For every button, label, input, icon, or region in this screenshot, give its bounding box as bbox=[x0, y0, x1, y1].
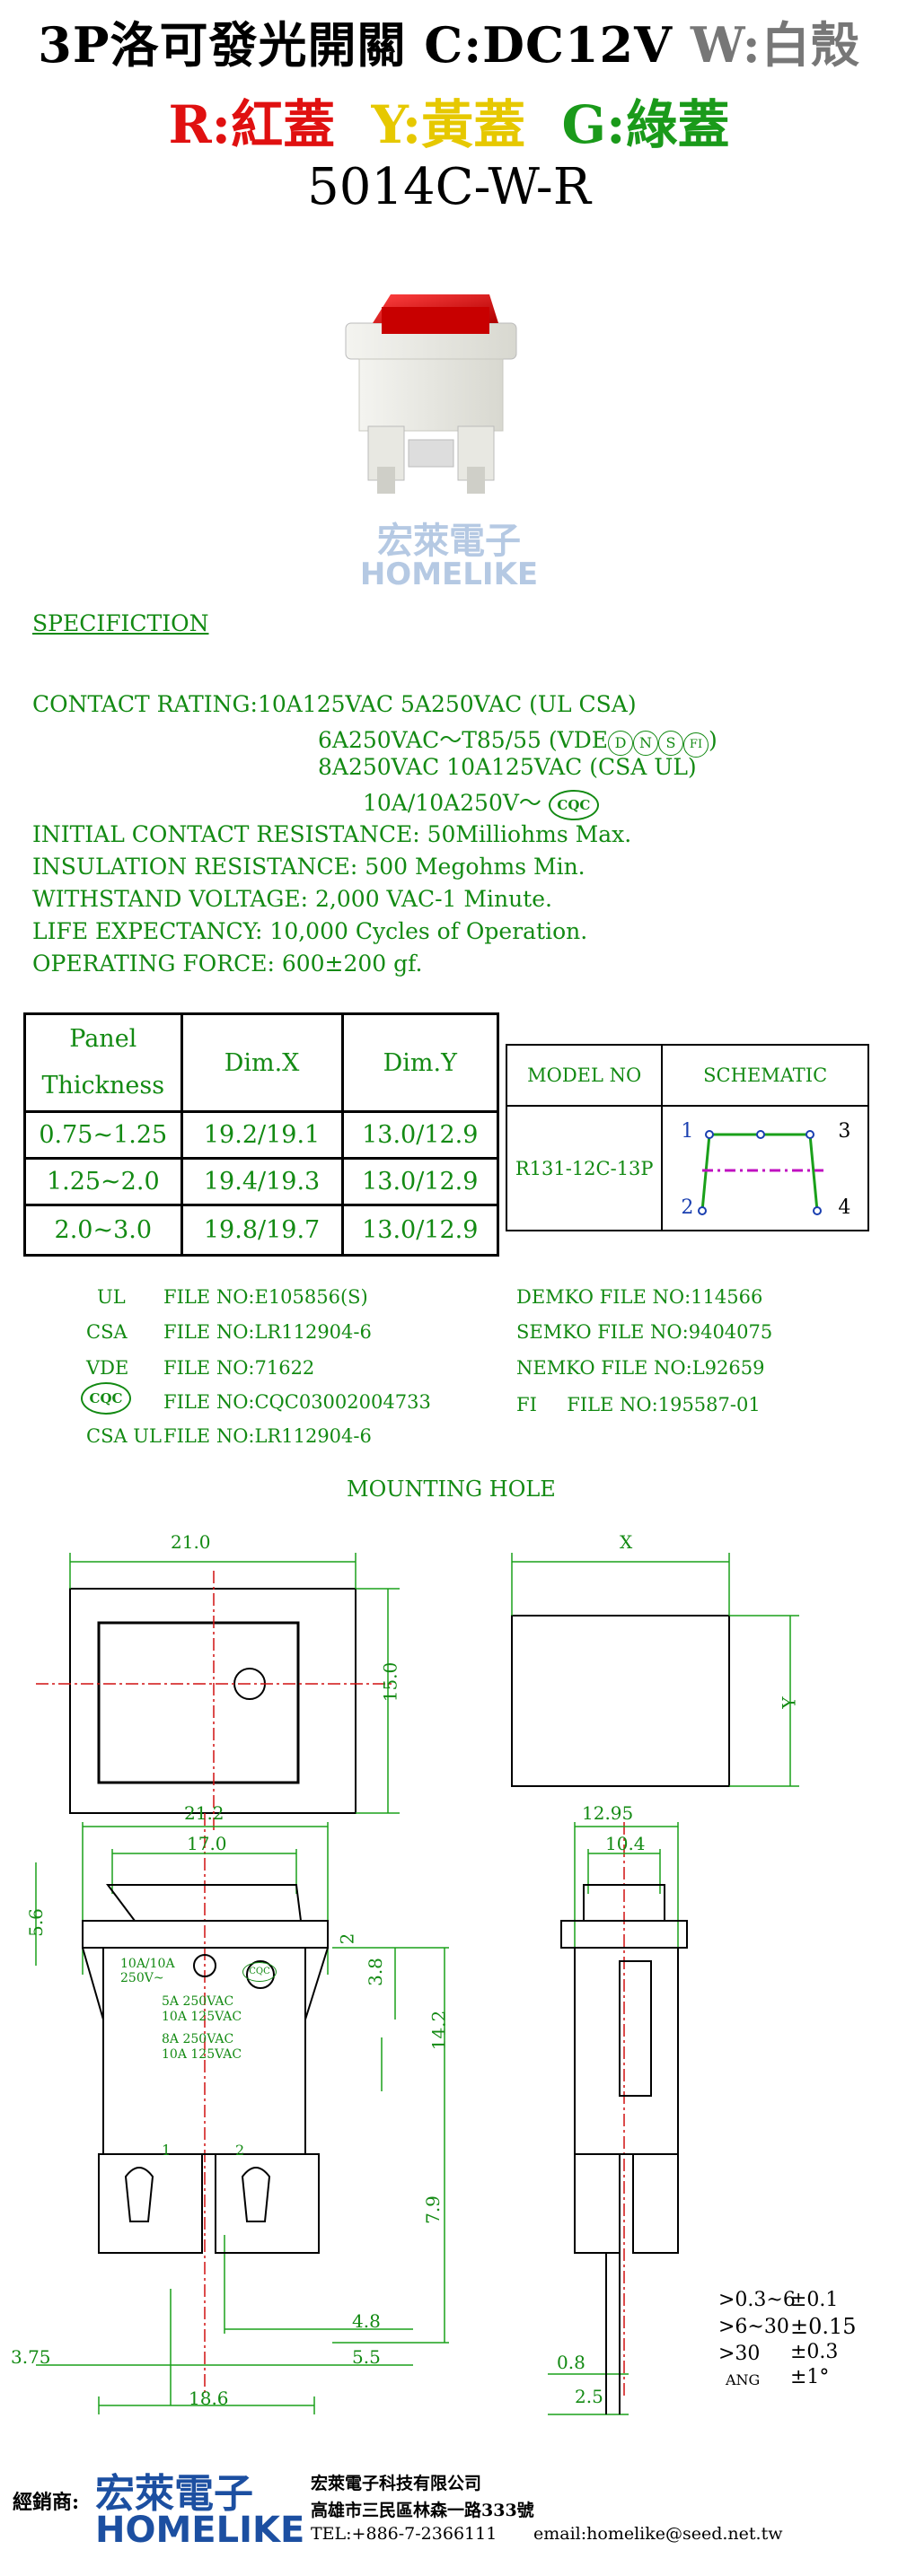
product-photo bbox=[345, 294, 517, 494]
dim-14-2: 14.2 bbox=[427, 2010, 450, 2051]
dim-3-75: 3.75 bbox=[11, 2346, 51, 2368]
table-row: 1.25~2.0 19.4/19.3 13.0/12.9 bbox=[23, 1157, 500, 1206]
color-yellow: Y:黃蓋 bbox=[371, 94, 526, 155]
color-green: G:綠蓋 bbox=[561, 94, 730, 155]
file-fi: FI FILE NO:195587-01 bbox=[516, 1394, 761, 1415]
model-schematic-table: MODEL NO SCHEMATIC R131-12C-13P 1 2 3 4 bbox=[505, 1044, 869, 1231]
file-label-csa-ul: CSA UL bbox=[86, 1425, 162, 1447]
tolerance-range-3: >30 bbox=[718, 2343, 761, 2365]
spec-life: LIFE EXPECTANCY: 10,000 Cycles of Operat… bbox=[32, 918, 588, 944]
color-red: R:紅蓋 bbox=[168, 94, 336, 155]
dim-15-0: 15.0 bbox=[379, 1661, 401, 1703]
spec-rating-csa: 8A250VAC 10A125VAC (CSA UL) bbox=[318, 754, 697, 780]
footer-tel: TEL:+886-7-2366111 bbox=[311, 2524, 497, 2544]
table-row: 2.0~3.0 19.8/19.7 13.0/12.9 bbox=[23, 1204, 500, 1257]
vde-n-mark: N bbox=[633, 731, 658, 756]
vde-fi-mark: FI bbox=[683, 732, 709, 758]
dim-5-6: 5.6 bbox=[24, 1908, 47, 1937]
footer-address: 高雄市三民區林森一路333號 bbox=[311, 2501, 534, 2520]
footer-brand-en: HOMELIKE bbox=[95, 2510, 305, 2551]
spec-rating-cqc: 10A/10A250V～ CQC bbox=[363, 785, 599, 820]
dim-x: X bbox=[620, 1531, 633, 1553]
spec-title: SPECIFICTION bbox=[32, 610, 209, 636]
spec-withstand: WITHSTAND VOLTAGE: 2,000 VAC-1 Minute. bbox=[32, 886, 552, 912]
file-label-vde: VDE bbox=[86, 1357, 129, 1379]
file-value-ul: FILE NO:E105856(S) bbox=[163, 1286, 368, 1308]
file-semko: SEMKO FILE NO:9404075 bbox=[516, 1321, 773, 1343]
dim-10-4: 10.4 bbox=[605, 1833, 646, 1854]
dim-3-8: 3.8 bbox=[364, 1958, 386, 1986]
tolerance-range-ang: ANG bbox=[726, 2371, 761, 2388]
body-pin-2: 2 bbox=[235, 2142, 245, 2159]
dim-2-5: 2.5 bbox=[575, 2386, 603, 2407]
th-dim-y: Dim.Y bbox=[340, 1012, 500, 1113]
tolerance-value-2: ±0.15 bbox=[790, 2314, 857, 2339]
spec-force: OPERATING FORCE: 600±200 gf. bbox=[32, 951, 423, 977]
dim-12-95: 12.95 bbox=[582, 1802, 634, 1824]
file-label-csa: CSA bbox=[86, 1321, 128, 1343]
file-value-csa: FILE NO:LR112904-6 bbox=[163, 1321, 372, 1343]
pin-label-1: 1 bbox=[681, 1120, 694, 1143]
title-housing: W:白殼 bbox=[690, 16, 860, 74]
file-value-vde: FILE NO:71622 bbox=[163, 1357, 315, 1379]
technical-drawing bbox=[35, 1553, 799, 2415]
dim-7-9: 7.9 bbox=[421, 2195, 444, 2224]
file-value-csa-ul: FILE NO:LR112904-6 bbox=[163, 1425, 372, 1447]
th-schematic: SCHEMATIC bbox=[661, 1044, 869, 1107]
pin-label-3: 3 bbox=[838, 1120, 851, 1143]
file-nemko: NEMKO FILE NO:L92659 bbox=[516, 1357, 765, 1379]
model-number: 5014C-W-R bbox=[307, 158, 591, 216]
dim-21-2: 21.2 bbox=[184, 1802, 224, 1824]
header-title-line1: 3P洛可發光開關 C:DC12V W:白殼 bbox=[0, 5, 898, 76]
tolerance-range-1: >0.3~6 bbox=[718, 2289, 796, 2311]
schematic-cell: 1 2 3 4 bbox=[661, 1105, 869, 1231]
spec-contact-rating: CONTACT RATING:10A125VAC 5A250VAC (UL CS… bbox=[32, 691, 637, 717]
dim-y: Y bbox=[778, 1696, 800, 1709]
vde-d-mark: D bbox=[608, 731, 633, 756]
dim-17-0: 17.0 bbox=[187, 1833, 227, 1854]
tolerance-value-ang: ±1° bbox=[790, 2366, 830, 2388]
dim-21-0: 21.0 bbox=[171, 1531, 211, 1553]
schematic-diagram bbox=[698, 1130, 824, 1215]
body-pin-1: 1 bbox=[162, 2142, 172, 2159]
tolerance-range-2: >6~30 bbox=[718, 2316, 789, 2338]
footer-company: 宏萊電子科技有限公司 bbox=[311, 2474, 482, 2493]
mounting-hole-title: MOUNTING HOLE bbox=[347, 1476, 556, 1502]
dim-4-8: 4.8 bbox=[352, 2310, 381, 2332]
th-model-no: MODEL NO bbox=[505, 1044, 664, 1107]
dim-2: 2 bbox=[336, 1932, 358, 1945]
pin-label-4: 4 bbox=[838, 1196, 851, 1219]
table-row: 0.75~1.25 19.2/19.1 13.0/12.9 bbox=[23, 1110, 500, 1160]
tolerance-value-3: ±0.3 bbox=[790, 2341, 839, 2363]
dim-5-5: 5.5 bbox=[352, 2346, 381, 2368]
header-color-options: R:紅蓋 Y:黃蓋 G:綠蓋 bbox=[0, 83, 898, 158]
tolerance-value-1: ±0.1 bbox=[790, 2289, 839, 2311]
dim-0-8: 0.8 bbox=[557, 2352, 585, 2373]
spec-insulation: INSULATION RESISTANCE: 500 Megohms Min. bbox=[32, 854, 585, 880]
dim-18-6: 18.6 bbox=[189, 2388, 229, 2409]
title-main: 3P洛可發光開關 C:DC12V bbox=[38, 16, 691, 74]
file-label-ul: UL bbox=[97, 1286, 126, 1308]
cqc-file-mark: CQC bbox=[81, 1382, 131, 1415]
th-dim-x: Dim.X bbox=[180, 1012, 344, 1113]
file-value-cqc: FILE NO:CQC03002004733 bbox=[163, 1391, 431, 1413]
pin-label-2: 2 bbox=[681, 1196, 694, 1219]
body-cqc-mark: CQC bbox=[242, 1962, 277, 1982]
footer-email: email:homelike@seed.net.tw bbox=[533, 2524, 783, 2544]
watermark-logo: 宏萊電子 HOMELIKE bbox=[350, 512, 548, 592]
footer-dealer-label: 經銷商: bbox=[13, 2491, 80, 2514]
cqc-mark: CQC bbox=[548, 789, 599, 820]
footer-brand-cn: 宏萊電子 bbox=[95, 2471, 253, 2517]
watermark-en: HOMELIKE bbox=[359, 556, 539, 592]
spec-contact-resistance: INITIAL CONTACT RESISTANCE: 50Milliohms … bbox=[32, 821, 632, 847]
file-demko: DEMKO FILE NO:114566 bbox=[516, 1286, 763, 1308]
watermark-cn: 宏萊電子 bbox=[377, 521, 521, 562]
vde-s-mark: S bbox=[658, 731, 683, 756]
model-no-value: R131-12C-13P bbox=[505, 1105, 664, 1231]
